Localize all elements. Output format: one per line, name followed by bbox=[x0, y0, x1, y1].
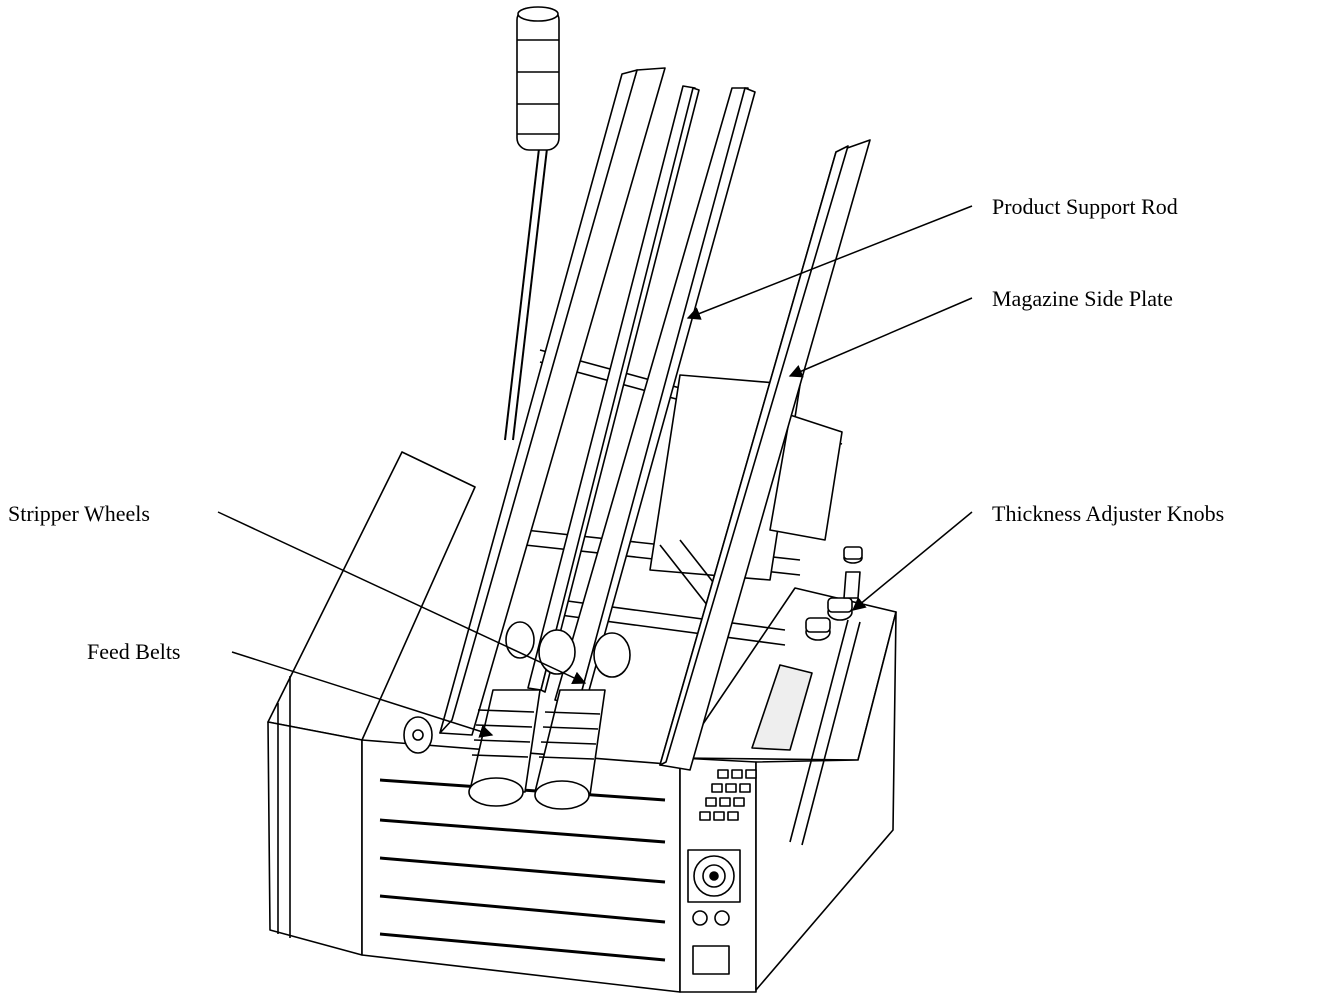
label-magazine-side-plate: Magazine Side Plate bbox=[992, 286, 1173, 311]
leader-stripper-wheels bbox=[217, 511, 587, 684]
label-feed-belts: Feed Belts bbox=[87, 639, 181, 664]
feed-belts bbox=[468, 689, 606, 810]
magazine-plates bbox=[439, 67, 871, 771]
side-roller bbox=[403, 716, 433, 754]
leader-product-support-rod bbox=[686, 205, 973, 320]
light-tower bbox=[504, 6, 560, 441]
leader-magazine-side-plate bbox=[788, 297, 973, 378]
label-stripper-wheels: Stripper Wheels bbox=[8, 501, 150, 526]
stripper-wheels bbox=[505, 621, 631, 678]
label-product-support-rod: Product Support Rod bbox=[992, 194, 1178, 219]
control-box bbox=[679, 546, 897, 993]
leader-feed-belts bbox=[231, 651, 494, 738]
support-rods bbox=[527, 85, 700, 693]
leader-thickness-adjuster-knobs bbox=[851, 511, 973, 611]
label-thickness-adjuster-knobs: Thickness Adjuster Knobs bbox=[992, 501, 1225, 526]
